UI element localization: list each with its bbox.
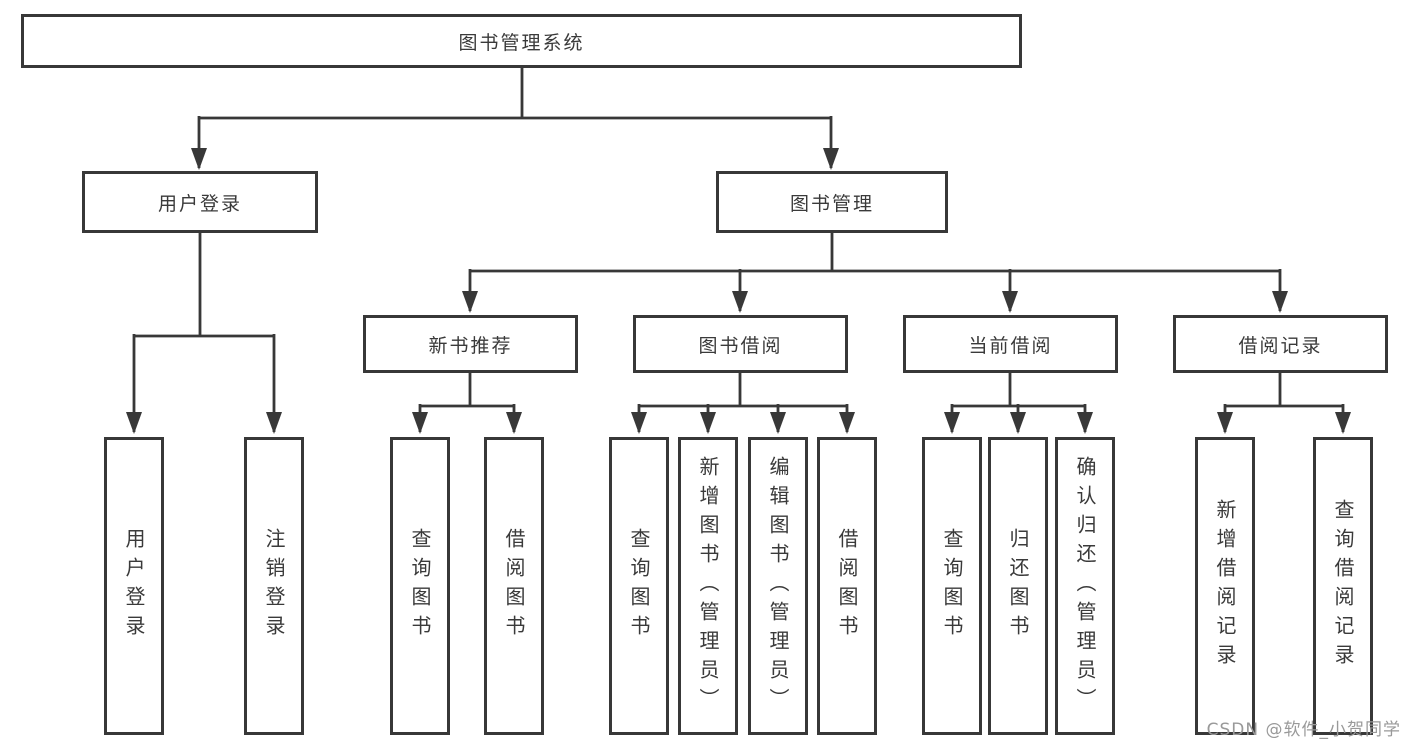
node-book-management-label: 图书管理 (789, 192, 874, 215)
node-borrowing-records-label: 借阅记录 (1238, 334, 1323, 357)
node-bb-add-books-admin: 新增图书（管理员） (678, 437, 738, 735)
node-borrowing-records: 借阅记录 (1173, 315, 1388, 373)
node-nb-query-books-label: 查询图书 (408, 528, 432, 644)
node-book-borrowing: 图书借阅 (633, 315, 848, 373)
node-cb-query-books: 查询图书 (922, 437, 982, 735)
node-cb-return-books-label: 归还图书 (1006, 528, 1030, 644)
node-bb-query-books-label: 查询图书 (627, 528, 651, 644)
node-user-login-label: 用户登录 (157, 192, 242, 215)
node-book-borrowing-label: 图书借阅 (698, 334, 783, 357)
node-bb-edit-books-admin-label: 编辑图书（管理员） (766, 455, 790, 717)
node-leaf-user-login-label: 用户登录 (122, 528, 146, 644)
node-book-management: 图书管理 (716, 171, 948, 233)
node-user-login: 用户登录 (82, 171, 318, 233)
node-leaf-logout-label: 注销登录 (262, 528, 286, 644)
node-br-query-record-label: 查询借阅记录 (1331, 499, 1355, 673)
node-new-book-recommend: 新书推荐 (363, 315, 578, 373)
node-leaf-logout: 注销登录 (244, 437, 304, 735)
node-cb-confirm-return-admin: 确认归还（管理员） (1055, 437, 1115, 735)
node-nb-query-books: 查询图书 (390, 437, 450, 735)
node-nb-borrow-books: 借阅图书 (484, 437, 544, 735)
node-cb-return-books: 归还图书 (988, 437, 1048, 735)
node-leaf-user-login: 用户登录 (104, 437, 164, 735)
node-root-label: 图书管理系统 (458, 31, 585, 54)
node-new-book-recommend-label: 新书推荐 (428, 334, 513, 357)
node-current-borrowing-label: 当前借阅 (968, 334, 1053, 357)
node-br-query-record: 查询借阅记录 (1313, 437, 1373, 735)
node-br-add-record: 新增借阅记录 (1195, 437, 1255, 735)
node-cb-query-books-label: 查询图书 (940, 528, 964, 644)
node-bb-borrow-books-label: 借阅图书 (835, 528, 859, 644)
node-nb-borrow-books-label: 借阅图书 (502, 528, 526, 644)
node-root: 图书管理系统 (21, 14, 1022, 68)
node-bb-add-books-admin-label: 新增图书（管理员） (696, 455, 720, 717)
watermark: CSDN @软件_小贺同学 (1206, 720, 1401, 740)
node-cb-confirm-return-admin-label: 确认归还（管理员） (1073, 455, 1097, 717)
node-bb-borrow-books: 借阅图书 (817, 437, 877, 735)
node-bb-query-books: 查询图书 (609, 437, 669, 735)
node-bb-edit-books-admin: 编辑图书（管理员） (748, 437, 808, 735)
node-br-add-record-label: 新增借阅记录 (1213, 499, 1237, 673)
node-current-borrowing: 当前借阅 (903, 315, 1118, 373)
